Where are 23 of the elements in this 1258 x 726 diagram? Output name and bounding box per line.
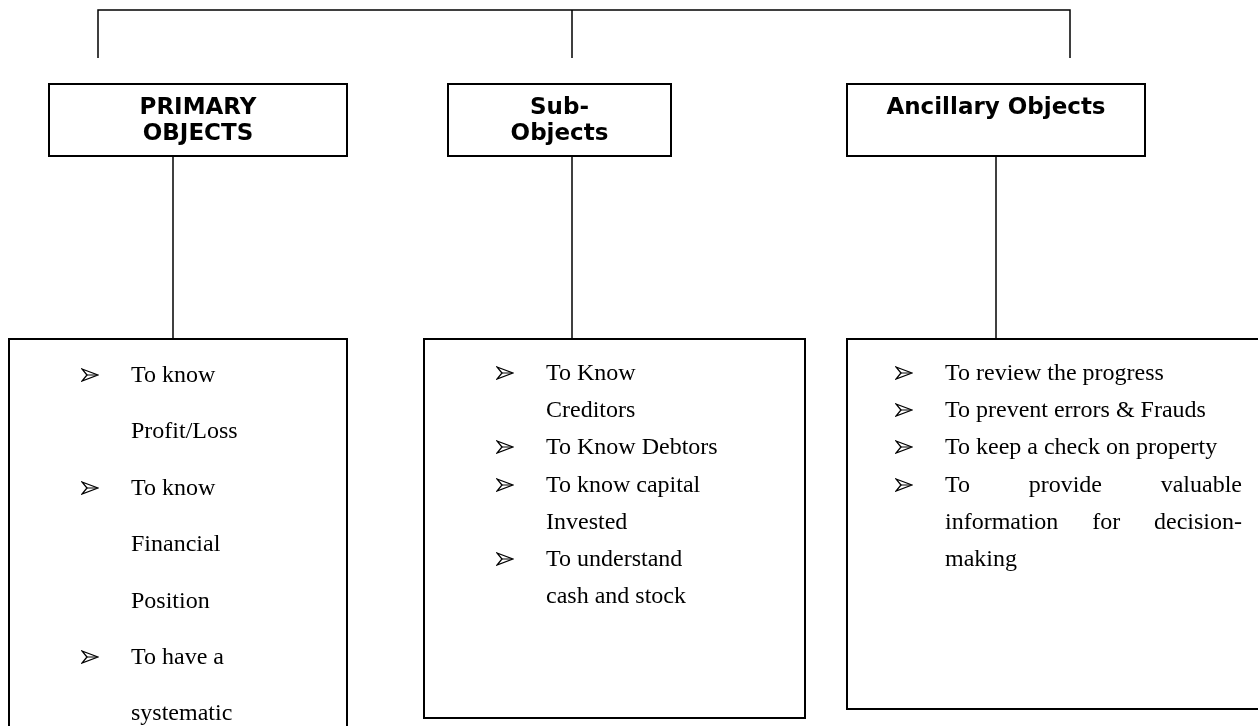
list-item-text: To prevent errors & Frauds — [945, 395, 1207, 425]
list-item-text: To understand cash and stock — [546, 543, 687, 611]
list-item-text: To keep a check on property — [945, 432, 1219, 462]
list-box — [846, 338, 1258, 710]
list-box — [423, 338, 806, 719]
list-box — [8, 338, 348, 726]
connector-line — [571, 156, 573, 339]
heading-box — [846, 83, 1146, 157]
heading-text: PRIMARY OBJECTS — [138, 93, 258, 146]
connector-line — [172, 156, 174, 339]
heading-text: Sub-Objects — [509, 93, 610, 146]
list-item-text: To know Profit/Loss — [131, 360, 239, 446]
list-item-text: To Know Debtors — [546, 432, 719, 462]
list-item-text: To provide valuable information for decision-making — [945, 469, 1242, 573]
heading-box — [48, 83, 348, 157]
list-item-text: To know capital Invested — [546, 469, 702, 536]
connector-line — [995, 156, 997, 339]
heading-box — [447, 83, 672, 157]
list-item-text: To Know Creditors — [546, 358, 637, 425]
list-item-text: To know Financial Position — [131, 472, 222, 615]
heading-text: Ancillary Objects — [885, 93, 1107, 120]
list-item-text: To have a systematic — [131, 641, 234, 726]
list-item-text: To review the progress — [945, 358, 1165, 387]
